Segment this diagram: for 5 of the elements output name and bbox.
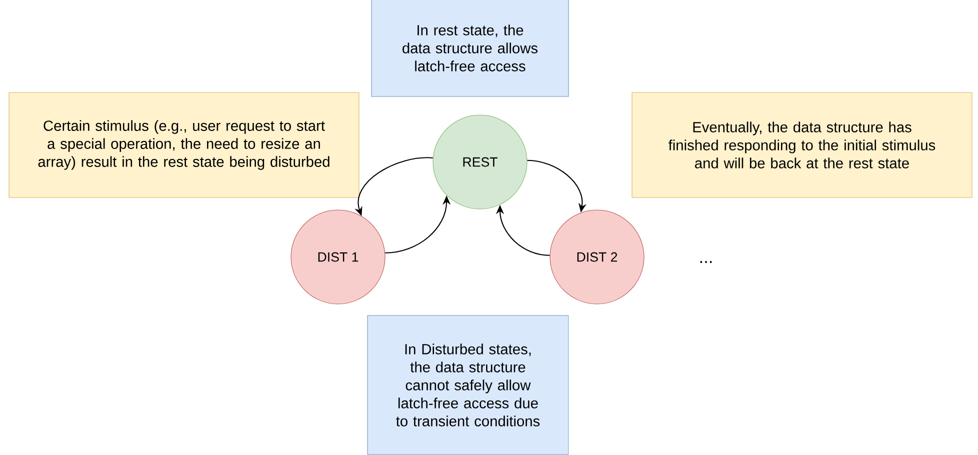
ellipsis: ...	[700, 261, 712, 263]
note-box: Eventually, the data structure has finished responding to the initial stimulus and will be back at the rest state	[632, 92, 972, 198]
note-box: In Disturbed states, the data structure cannot safely allow latch-free access due to transient conditions	[367, 315, 569, 455]
note-box: In rest state, the data structure allows latch-free access	[371, 0, 569, 97]
note-box: Certain stimulus (e.g., user request to start a special operation, the need to resize an array) result in the rest state being disturbed	[8, 92, 360, 198]
